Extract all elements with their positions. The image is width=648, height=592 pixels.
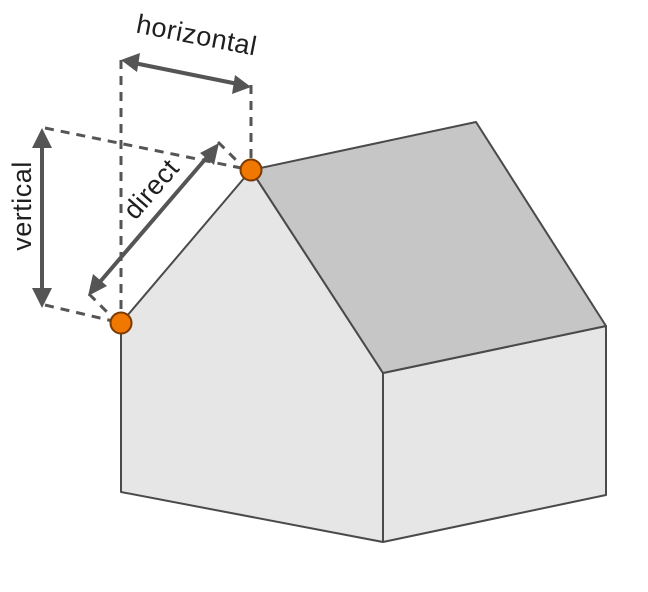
direct-arrow-line <box>97 154 210 285</box>
ridge-point <box>239 158 263 182</box>
vertical-arrowhead-top <box>32 128 52 148</box>
measurement-points <box>109 158 263 335</box>
house <box>120 121 607 543</box>
direct-guide-top <box>216 140 238 162</box>
vertical-guide-bottom <box>44 303 122 325</box>
horizontal-arrowhead-left <box>121 53 140 72</box>
roof-plane <box>250 121 607 374</box>
horizontal-label: horizontal <box>134 9 260 62</box>
vertical-label: vertical <box>7 161 37 251</box>
direct-arrowhead-top <box>200 143 219 165</box>
direct-label: direct <box>117 153 185 225</box>
horizontal-arrow-line <box>133 61 239 86</box>
vertical-arrowhead-bottom <box>32 288 52 308</box>
horizontal-dimension: horizontal <box>121 9 259 94</box>
eave-point <box>109 311 133 335</box>
vertical-guide-top <box>44 126 252 172</box>
vertical-dimension: vertical <box>7 128 52 308</box>
measurement-guides <box>44 60 253 325</box>
direct-arrowhead-bottom <box>88 274 107 296</box>
horizontal-arrowhead-right <box>232 75 251 94</box>
direct-guide-bottom <box>87 292 114 319</box>
